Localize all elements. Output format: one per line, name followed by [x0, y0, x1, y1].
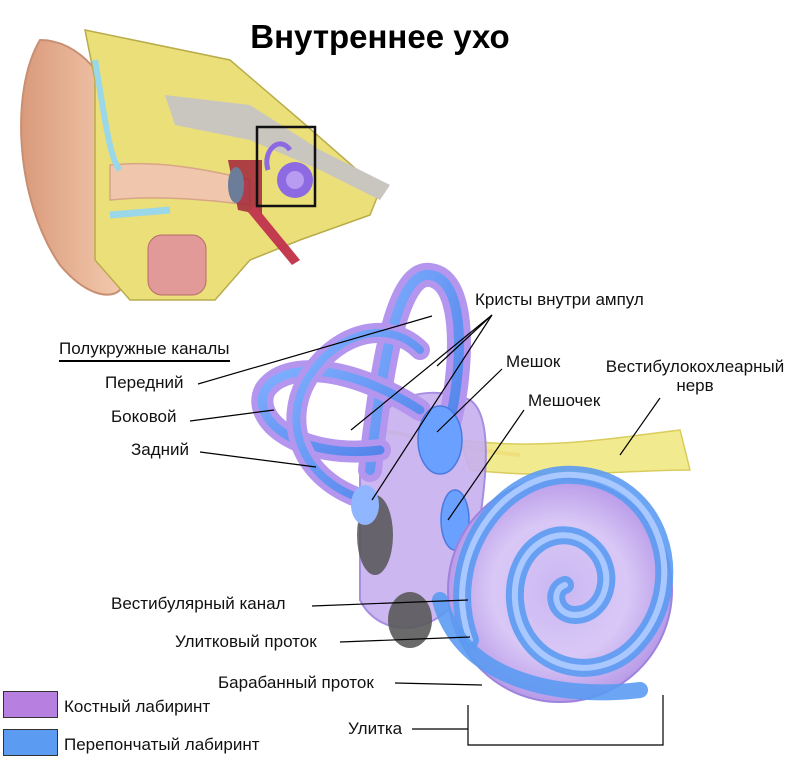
legend-swatch-bony: [3, 691, 58, 718]
label-cristae: Кристы внутри ампул: [475, 290, 644, 309]
legend-label-bony: Костный лабиринт: [64, 697, 211, 716]
mini-inner-ear: [264, 141, 313, 198]
ear-overview: [20, 29, 390, 301]
cartilage-band-2: [109, 206, 171, 219]
eustachian-tube: [248, 205, 300, 265]
label-semicircular-canals: Полукружные каналы: [59, 339, 230, 362]
label-saccule: Мешочек: [528, 391, 601, 410]
label-nerve: Вестибулокохлеарный нерв: [605, 357, 785, 395]
label-tympanic-duct: Барабанный проток: [218, 673, 374, 692]
leader-lines: [189, 314, 664, 746]
label-utricle: Мешок: [506, 352, 561, 371]
label-vestibular-canal: Вестибулярный канал: [111, 594, 286, 613]
label-cochlear-duct: Улитковый проток: [175, 632, 317, 651]
page-title: Внутреннее ухо: [250, 18, 510, 55]
cartilage-band: [92, 59, 123, 173]
parotid-tissue: [147, 234, 207, 296]
legend-label-membranous: Перепончатый лабиринт: [64, 735, 260, 754]
cochlea: [432, 465, 674, 703]
cochlea-inner-duct: [459, 471, 668, 671]
label-cochlea: Улитка: [348, 719, 403, 738]
round-window: [388, 592, 432, 648]
label-anterior-canal: Передний: [105, 373, 184, 392]
gray-bone-layer: [165, 95, 390, 200]
semicircular-canals: [251, 263, 471, 525]
label-lateral-canal: Боковой: [111, 407, 177, 426]
label-posterior-canal: Задний: [131, 440, 190, 459]
utricle: [417, 405, 463, 475]
zoom-box: [255, 125, 317, 208]
basal-duct: [432, 592, 648, 701]
legend-swatch-membranous: [3, 729, 58, 756]
eardrum: [228, 167, 244, 203]
ampulla: [351, 485, 379, 525]
